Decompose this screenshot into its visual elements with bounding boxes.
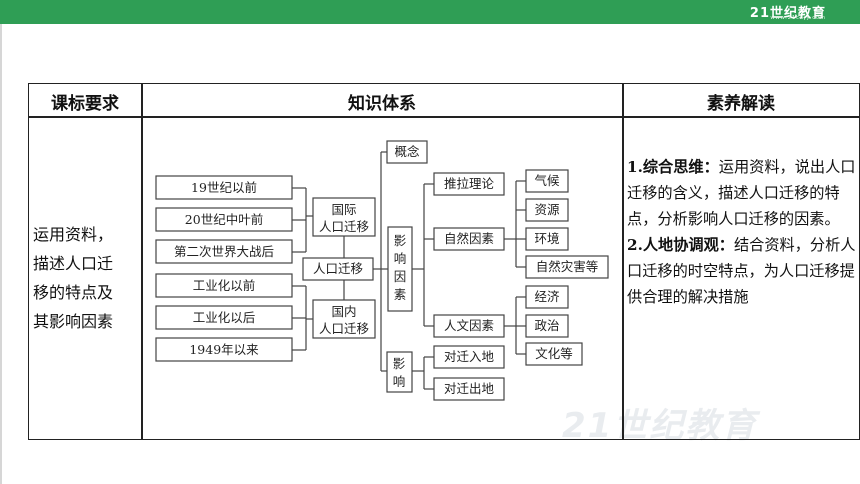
box-natural: 自然因素	[433, 227, 505, 251]
header-divider	[29, 116, 859, 118]
period-box-1949: 1949年以来	[155, 337, 293, 362]
box-push-pull: 推拉理论	[433, 172, 505, 196]
literacy-key-1: 1.综合思维：	[627, 158, 719, 176]
box-culture: 文化等	[525, 342, 583, 366]
svg-text:人文因素: 人文因素	[444, 318, 494, 333]
svg-text:推拉理论: 推拉理论	[444, 176, 495, 191]
literacy-text: 1.综合思维：运用资料，说出人口迁移的含义，描述人口迁移的特点，分析影响人口迁移…	[627, 154, 859, 310]
requirement-line: 移的特点及	[33, 283, 114, 302]
svg-text:环境: 环境	[534, 231, 559, 246]
box-disasters: 自然灾害等	[525, 255, 609, 279]
svg-text:政治: 政治	[534, 318, 559, 333]
svg-text:影: 影	[393, 356, 406, 371]
column-divider	[141, 84, 143, 439]
svg-text:响: 响	[394, 251, 407, 266]
knowledge-diagram: 19世纪以前 20世纪中叶前 第二次世界大战后 工业化以前 工业化以后 1949…	[155, 140, 609, 401]
top-bar: 21世纪教育 www.21cnjy.com	[0, 0, 860, 24]
svg-text:人口迁移: 人口迁移	[319, 321, 369, 336]
period-box-preindustrial: 工业化以前	[155, 273, 293, 298]
svg-text:自然灾害等: 自然灾害等	[536, 259, 599, 274]
box-climate: 气候	[525, 169, 569, 193]
svg-text:对迁入地: 对迁入地	[444, 349, 495, 364]
box-environment: 环境	[525, 227, 569, 251]
svg-text:人口迁移: 人口迁移	[319, 219, 369, 234]
period-connectors	[292, 151, 526, 390]
frame-border	[0, 24, 2, 484]
svg-text:因: 因	[394, 269, 407, 284]
svg-text:文化等: 文化等	[535, 346, 573, 361]
literacy-text-2: 结合资料，分析人口迁移的时空特点，为人口迁移提供合理的解决措施	[627, 236, 856, 306]
box-origin: 对迁出地	[433, 377, 505, 401]
svg-text:对迁出地: 对迁出地	[444, 381, 495, 396]
brand-logo: 21世纪教育	[749, 6, 826, 21]
period-box-20c: 20世纪中叶前	[155, 207, 293, 232]
svg-text:概念: 概念	[394, 144, 420, 159]
svg-text:1949年以来: 1949年以来	[189, 342, 259, 357]
svg-text:响: 响	[393, 374, 406, 389]
svg-text:工业化以前: 工业化以前	[193, 278, 256, 293]
literacy-key-2: 2.人地协调观：	[627, 236, 734, 254]
svg-text:国内: 国内	[331, 304, 356, 319]
box-economy: 经济	[525, 285, 569, 309]
header-knowledge: 知识体系	[348, 93, 416, 114]
svg-text:资源: 资源	[534, 202, 560, 217]
svg-text:20世纪中叶前: 20世纪中叶前	[185, 212, 263, 227]
requirement-text: 运用资料， 描述人口迁 移的特点及 其影响因素	[33, 220, 139, 336]
header-requirement: 课标要求	[51, 93, 119, 114]
box-impact: 影 响	[386, 351, 413, 393]
svg-text:素: 素	[394, 287, 407, 302]
requirement-line: 其影响因素	[33, 312, 114, 331]
box-destination: 对迁入地	[433, 345, 505, 369]
box-factors: 影 响 因 素	[387, 226, 413, 312]
period-box-ww2: 第二次世界大战后	[155, 239, 293, 264]
literacy-text-1: 运用资料，说出人口迁移的含义，描述人口迁移的特点，分析影响人口迁移的因素。	[627, 158, 856, 228]
svg-text:经济: 经济	[534, 289, 560, 304]
requirement-line: 运用资料，	[33, 225, 114, 244]
header-literacy: 素养解读	[707, 93, 775, 114]
column-divider	[622, 84, 624, 439]
svg-text:国际: 国际	[331, 202, 356, 217]
brand-url: www.21cnjy.com	[770, 15, 826, 21]
period-box-19c: 19世纪以前	[155, 175, 293, 200]
requirement-line: 描述人口迁	[33, 254, 114, 273]
svg-text:19世纪以前: 19世纪以前	[191, 180, 257, 195]
svg-text:自然因素: 自然因素	[444, 231, 494, 246]
svg-text:工业化以后: 工业化以后	[193, 310, 256, 325]
box-resources: 资源	[525, 198, 569, 222]
svg-text:影: 影	[394, 233, 407, 248]
box-concept: 概念	[386, 140, 428, 164]
period-box-postindustrial: 工业化以后	[155, 305, 293, 330]
svg-text:气候: 气候	[534, 173, 560, 188]
svg-text:第二次世界大战后: 第二次世界大战后	[174, 244, 274, 259]
svg-text:人口迁移: 人口迁移	[313, 261, 363, 276]
content-table: 课标要求 知识体系 素养解读 运用资料， 描述人口迁 移的特点及 其影响因素 1…	[28, 83, 860, 440]
box-politics: 政治	[525, 314, 569, 338]
box-center: 人口迁移	[302, 257, 374, 281]
box-humanistic: 人文因素	[433, 314, 505, 338]
